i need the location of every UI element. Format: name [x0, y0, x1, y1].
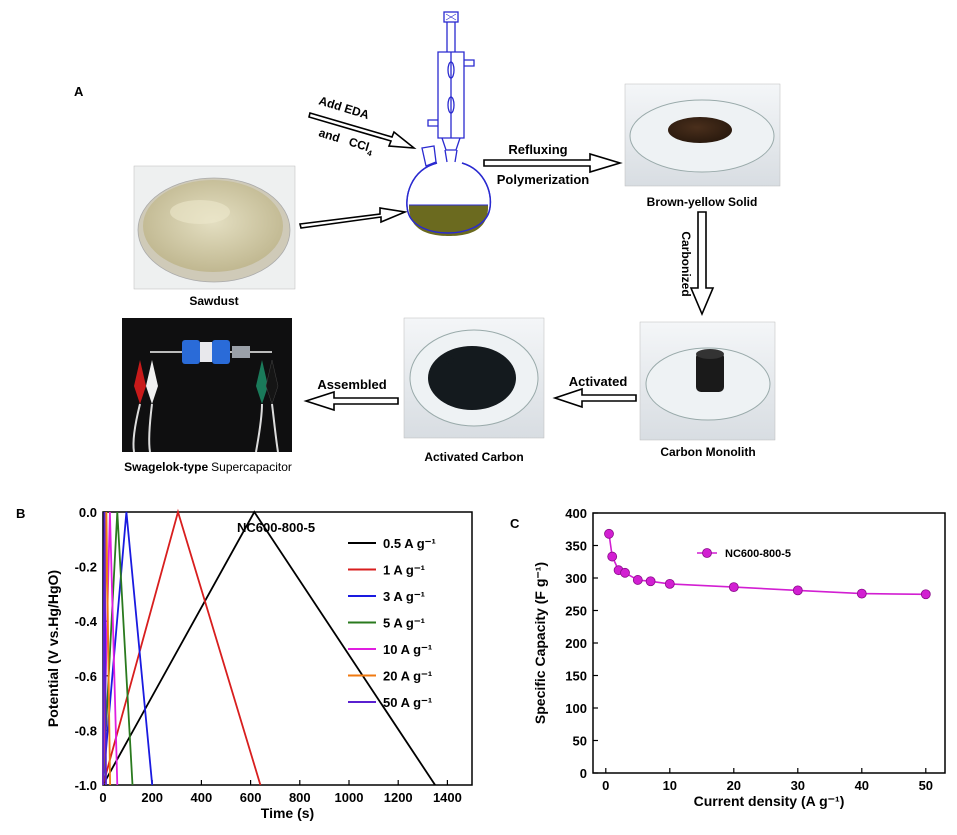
label-carbonized: Carbonized — [679, 231, 693, 296]
legend-label-0: 0.5 A g⁻¹ — [383, 536, 436, 551]
y-tick-label: 0.0 — [79, 505, 97, 520]
arrow-sawdust-to-flask — [299, 207, 408, 229]
x-tick-label: 800 — [289, 790, 311, 805]
legend-label-1: 1 A g⁻¹ — [383, 563, 425, 578]
series-line-0 — [102, 510, 436, 786]
series-line-6 — [102, 511, 107, 786]
series-line-c — [608, 533, 926, 596]
y-tick-label: 350 — [565, 539, 587, 554]
y-tick-label: -0.6 — [75, 669, 97, 684]
chart-b-annotation: NC600-800-5 — [237, 520, 315, 535]
chart-c: 0 10 20 30 40 50 0 50 100 150 200 250 300 350 400Curre… — [532, 506, 946, 809]
panel-label-c: C — [510, 516, 520, 531]
label-refluxing: Refluxing — [508, 142, 567, 157]
panel-label-b: B — [16, 506, 25, 521]
x-axis-label: Time (s) — [261, 805, 314, 821]
data-point-c — [620, 567, 630, 578]
label-assembled: Assembled — [317, 377, 386, 392]
x-tick-label: 30 — [791, 778, 805, 793]
flask-liquid — [408, 205, 489, 236]
data-point-c — [856, 588, 867, 599]
legend-label-5: 20 A g⁻¹ — [383, 669, 432, 684]
x-tick-label: 400 — [191, 790, 213, 805]
x-tick-label: 200 — [141, 790, 163, 805]
x-tick-label: 10 — [663, 778, 677, 793]
label-polymerization: Polymerization — [497, 172, 590, 187]
reflux-apparatus — [406, 11, 492, 234]
legend-label-3: 5 A g⁻¹ — [383, 616, 425, 631]
data-point-c — [607, 551, 618, 562]
caption-carbon-monolith: Carbon Monolith — [660, 445, 755, 459]
data-point-c — [604, 528, 614, 539]
y-tick-label: 250 — [565, 604, 587, 619]
x-axis-label: Current density (A g⁻¹) — [694, 793, 845, 809]
y-tick-label: 50 — [573, 734, 587, 749]
y-tick-label: -0.8 — [75, 723, 97, 738]
chart-b: 0 200 400 600 800 1000 1200 1400 0.0 -0.2 -0.4 -0.6… — [45, 505, 473, 821]
arrow-activated — [552, 387, 637, 409]
data-point-c — [728, 582, 739, 592]
x-tick-label: 0 — [99, 790, 106, 805]
y-tick-label: 150 — [565, 669, 587, 684]
swagelok-photo — [122, 318, 292, 453]
legend-label-6: 50 A g⁻¹ — [383, 695, 432, 710]
legend-marker-c — [702, 548, 712, 558]
x-tick-label: 600 — [240, 790, 262, 805]
x-tick-label: 20 — [727, 778, 741, 793]
caption-brown-yellow-solid: Brown-yellow Solid — [647, 195, 758, 209]
arrow-assembled — [303, 390, 399, 412]
activated-carbon-photo — [403, 317, 545, 439]
y-tick-label: 0 — [580, 766, 587, 781]
y-axis-label: Potential (V vs.Hg/HgO) — [45, 570, 61, 727]
y-tick-label: 200 — [565, 636, 587, 651]
series-line-3 — [102, 511, 134, 786]
x-tick-label: 0 — [602, 778, 609, 793]
caption-activated-carbon: Activated Carbon — [424, 450, 523, 464]
data-point-c — [645, 576, 656, 587]
x-tick-label: 1400 — [433, 790, 462, 805]
arrow-refluxing — [483, 152, 623, 174]
legend-label-4: 10 A g⁻¹ — [383, 642, 432, 657]
data-point-c — [920, 589, 931, 600]
y-axis-label: Specific Capacity (F g⁻¹) — [532, 562, 548, 724]
brown-solid-photo — [624, 83, 781, 187]
x-tick-label: 50 — [919, 778, 933, 793]
caption-sawdust: Sawdust — [189, 294, 238, 308]
x-tick-label: 1200 — [384, 790, 413, 805]
panel-label-a: A — [74, 84, 84, 99]
sawdust-photo — [133, 165, 296, 290]
series-line-2 — [102, 511, 154, 786]
y-tick-label: -1.0 — [75, 778, 97, 793]
x-tick-label: 40 — [855, 778, 869, 793]
carbon-monolith-photo — [639, 321, 776, 441]
arrow-carbonized — [689, 211, 715, 317]
legend-label-2: 3 A g⁻¹ — [383, 589, 425, 604]
data-point-c — [632, 575, 643, 585]
data-point-c — [792, 585, 803, 596]
label-activated: Activated — [569, 374, 628, 389]
y-tick-label: 300 — [565, 571, 587, 586]
x-tick-label: 1000 — [335, 790, 364, 805]
y-tick-label: 400 — [565, 506, 587, 521]
arrow-add-eda — [308, 111, 417, 150]
y-tick-label: -0.4 — [75, 614, 98, 629]
y-tick-label: -0.2 — [75, 560, 97, 575]
data-point-c — [664, 578, 675, 589]
y-tick-label: 100 — [565, 701, 587, 716]
legend-label-c: NC600-800-5 — [725, 548, 791, 560]
